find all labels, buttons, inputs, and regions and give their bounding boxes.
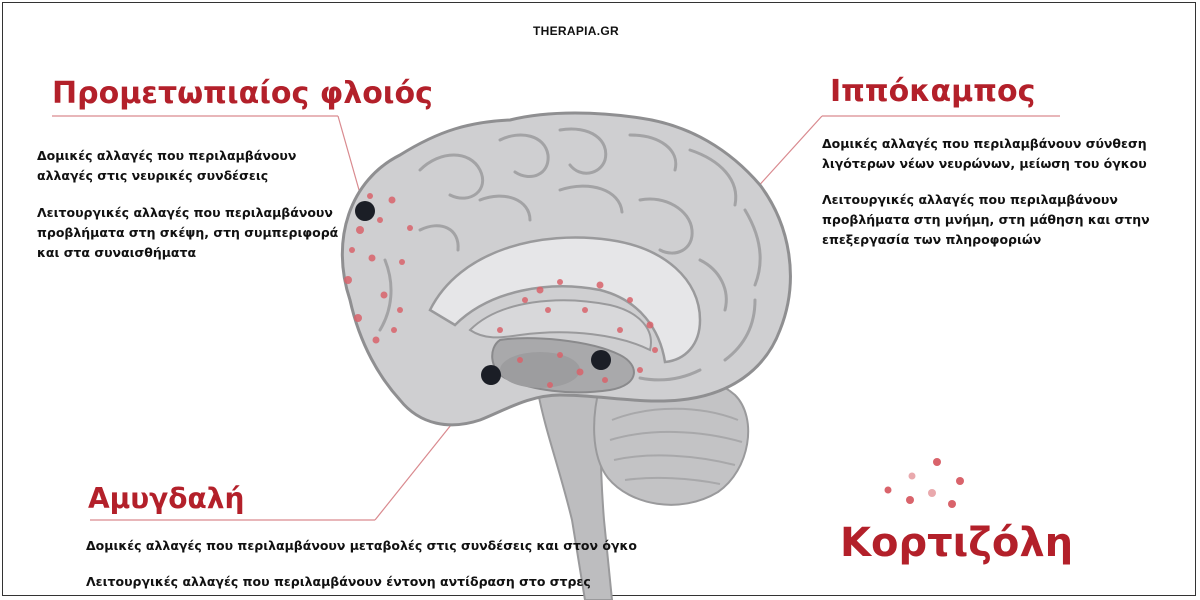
cortisol-dots	[344, 193, 658, 388]
amygdala-functional-text: Λειτουργικές αλλαγές που περιλαμβάνουν έ…	[86, 574, 591, 589]
hippocampus-functional-text: Λειτουργικές αλλαγές που περιλαμβάνουν π…	[822, 192, 1150, 247]
watermark: THERAPIA.GR	[533, 24, 619, 38]
midbrain-region	[500, 352, 580, 388]
hippocampus-title: Ιππόκαμπος	[830, 74, 1036, 109]
prefrontal-structural-text: Δομικές αλλαγές που περιλαμβάνουν αλλαγέ…	[37, 148, 297, 183]
amygdala-marker	[481, 365, 501, 385]
corpus-callosum	[428, 236, 702, 364]
hippocampus-marker	[591, 350, 611, 370]
cortisol-label: Κορτιζόλη	[840, 520, 1074, 566]
prefrontal-functional-text: Λειτουργικές αλλαγές που περιλαμβάνουν π…	[37, 205, 339, 260]
fornix	[468, 299, 652, 352]
amygdala-structural-text: Δομικές αλλαγές που περιλαμβάνουν μεταβο…	[86, 538, 637, 553]
cortisol-legend-dots	[884, 458, 964, 508]
prefrontal-marker	[355, 201, 375, 221]
amygdala-title: Αμυγδαλή	[88, 482, 245, 515]
prefrontal-title: Προμετωπιαίος φλοιός	[52, 76, 433, 111]
hippocampus-structural-text: Δομικές αλλαγές που περιλαμβάνουν σύνθεσ…	[822, 136, 1147, 171]
